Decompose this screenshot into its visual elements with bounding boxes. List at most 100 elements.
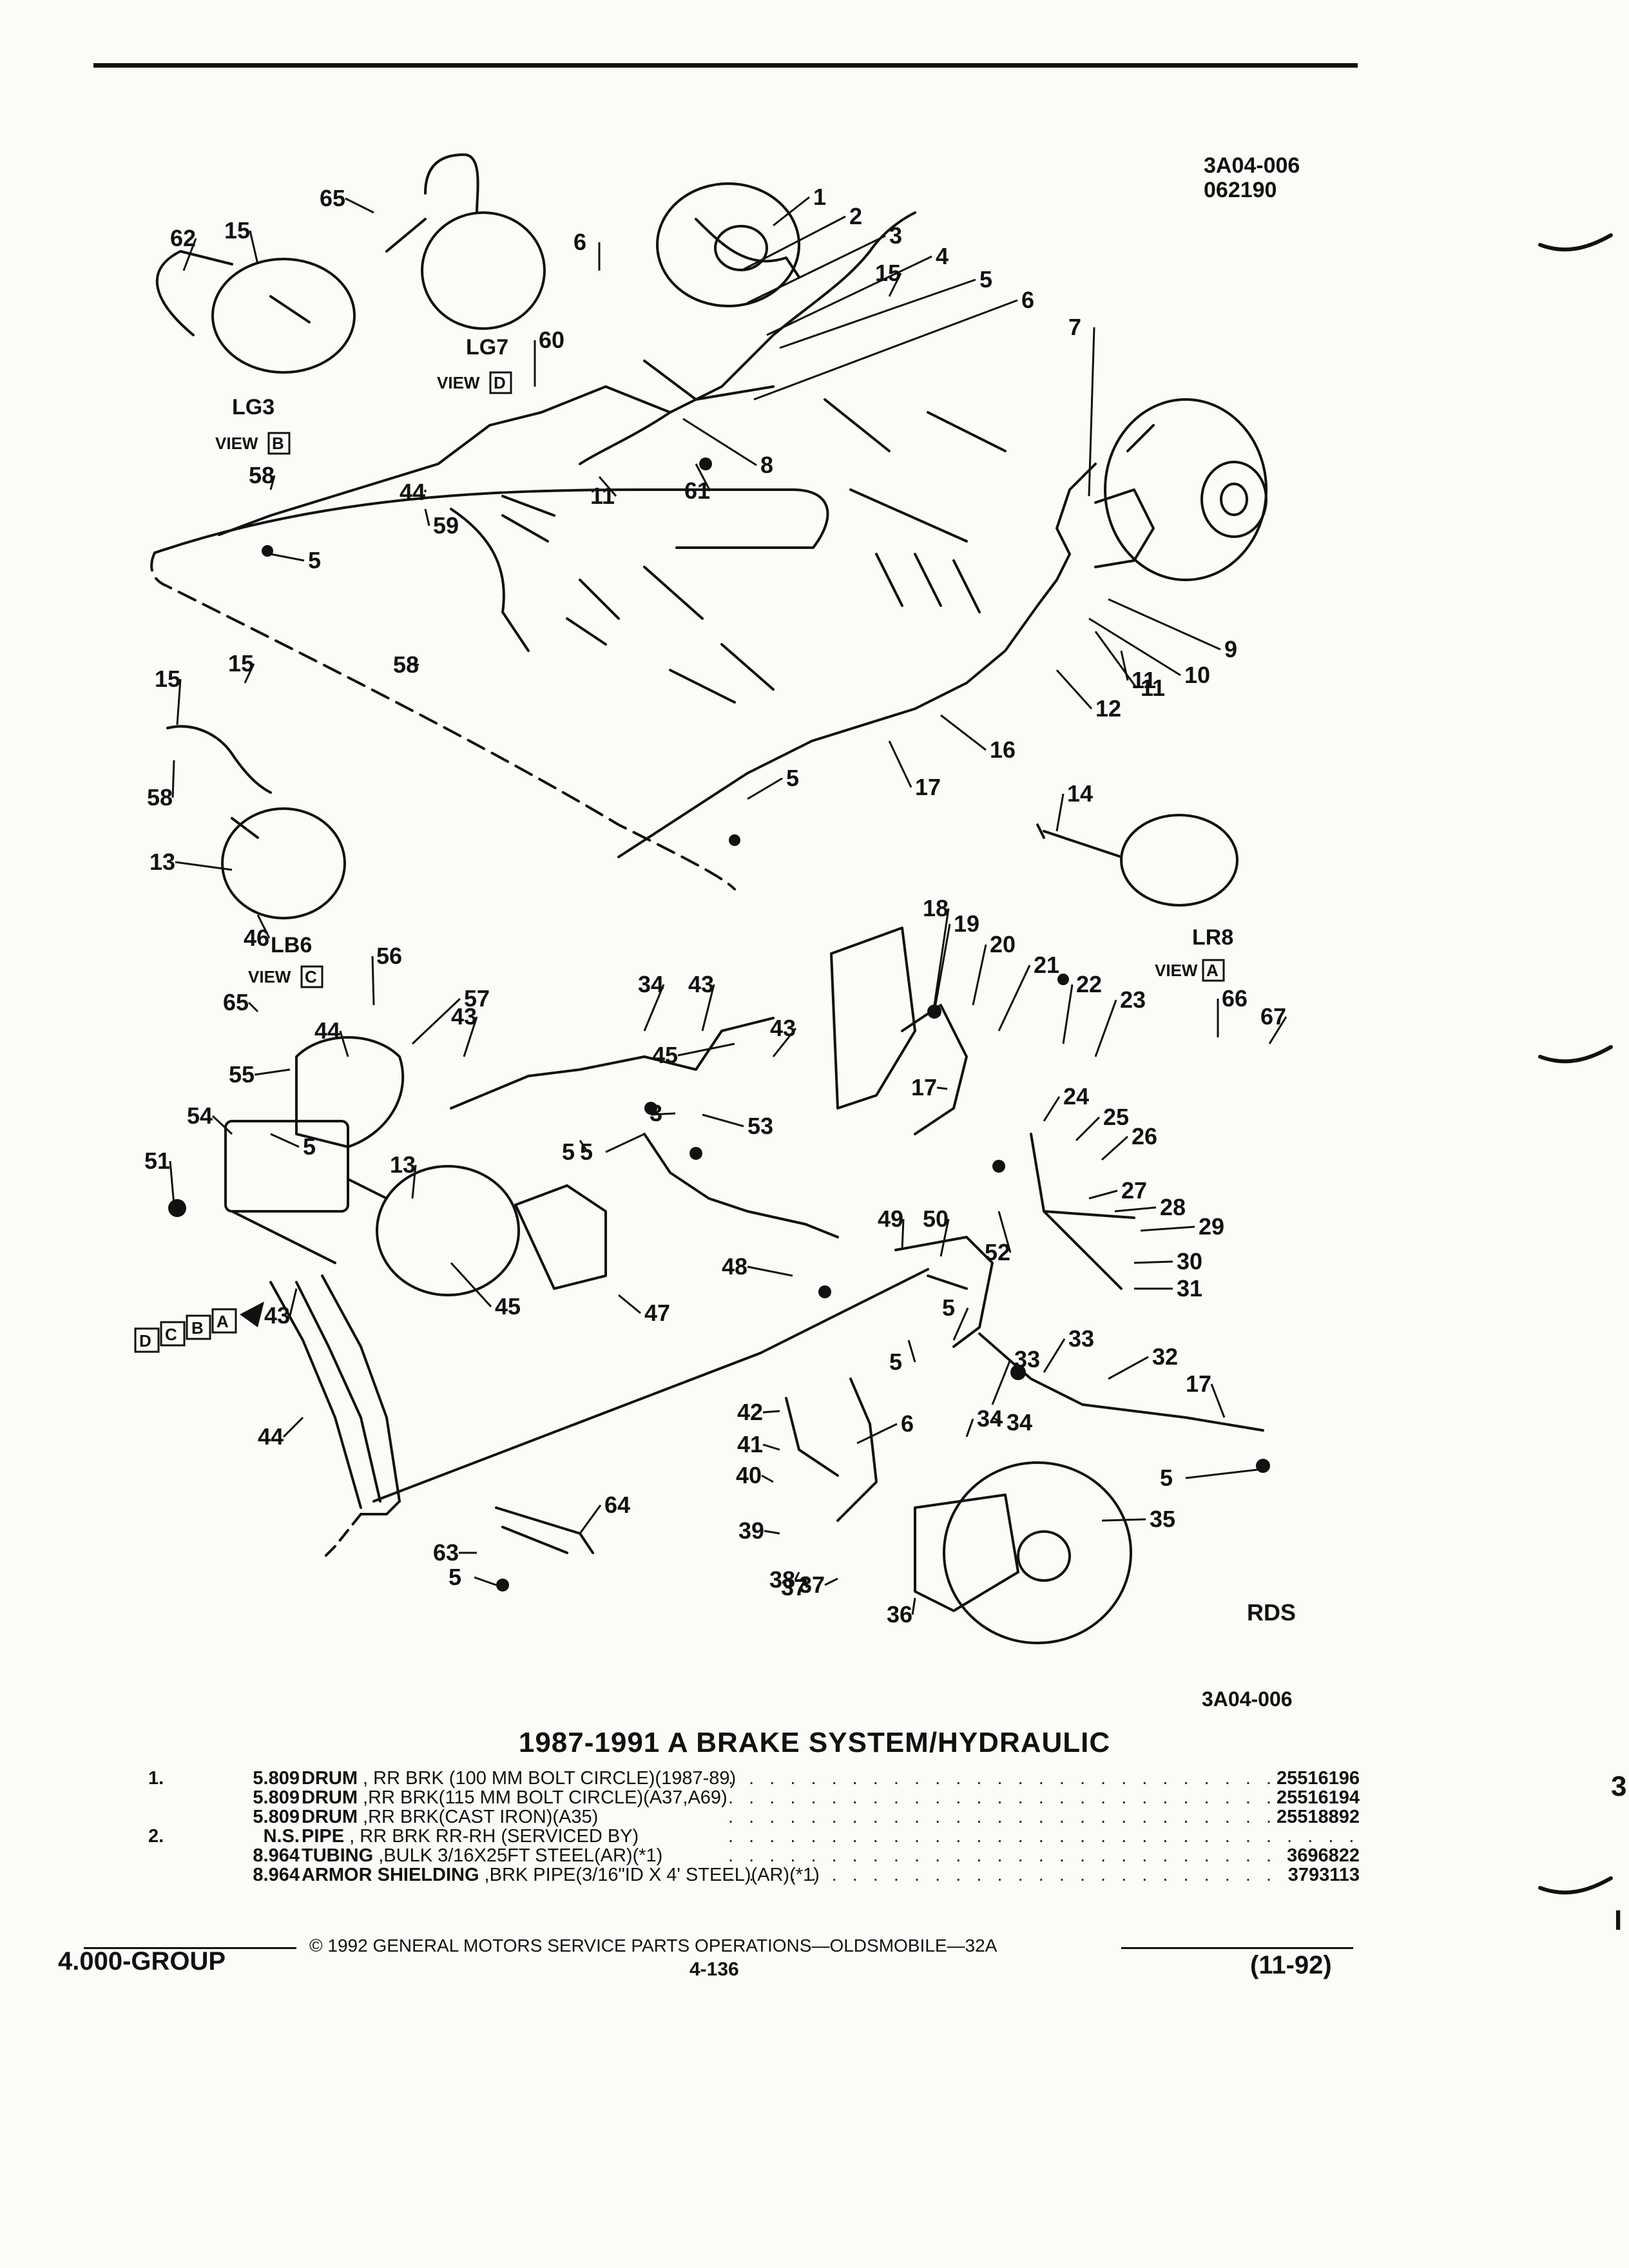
leader-line: [1108, 1356, 1149, 1380]
leader-line: [901, 1218, 905, 1251]
callout-number: 24: [1063, 1083, 1089, 1110]
leader-line: [701, 984, 715, 1032]
view-strip-letter: A: [217, 1312, 229, 1331]
view-word: VIEW: [1155, 961, 1198, 980]
leader-line: [998, 1211, 1012, 1253]
leader-line: [1140, 1225, 1195, 1232]
group-number: N.S.: [263, 1826, 300, 1847]
callout-number: 3: [889, 222, 902, 249]
part-name: PIPE: [302, 1826, 345, 1847]
callout-number: 33: [1014, 1346, 1040, 1372]
callout-number: 17: [911, 1074, 937, 1100]
leader-line: [1101, 1135, 1129, 1161]
part-description: ,BRK PIPE(3/16"ID X 4' STEEL)(AR)(*1): [479, 1865, 820, 1885]
leader-line: [911, 1597, 916, 1615]
leader-line: [991, 1359, 1012, 1405]
drawing-code: 3A04-006: [1204, 153, 1300, 178]
top-rule: [93, 63, 1358, 68]
callout-number: 52: [985, 1239, 1010, 1265]
callout-number: 36: [887, 1601, 912, 1628]
leader-line: [282, 1416, 304, 1438]
parts-list-title: 1987-1991 A BRAKE SYSTEM/HYDRAULIC: [518, 1727, 1111, 1758]
callout-number: 35: [1150, 1506, 1175, 1532]
callout-number: 21: [1034, 952, 1059, 978]
revision-date: (11-92): [1250, 1951, 1332, 1979]
callout-number: 15: [155, 666, 180, 692]
callout-number: 41: [737, 1431, 763, 1457]
part-name: DRUM: [302, 1787, 358, 1808]
part-number: 3696822: [1282, 1845, 1360, 1867]
part-description: ,RR BRK(CAST IRON)(A35): [358, 1807, 599, 1827]
leader-line: [773, 196, 810, 227]
view-model-label: LR8: [1192, 925, 1233, 950]
leader-line: [211, 1115, 233, 1135]
callout-number: 11: [1132, 667, 1156, 693]
callout-number: 63: [433, 1539, 459, 1566]
leader-line: [247, 1001, 259, 1013]
leader-line: [270, 1133, 300, 1148]
callout-number: 6: [1021, 287, 1034, 313]
leader-line: [171, 760, 175, 798]
leader-line: [269, 475, 276, 490]
leader-line: [254, 1068, 291, 1076]
leader-line: [888, 740, 912, 788]
callout-number: 64: [604, 1492, 630, 1518]
callout-number: 1: [813, 184, 826, 210]
callout-number: 34: [1007, 1409, 1032, 1436]
callout-number: 4: [936, 243, 949, 269]
callout-number: 13: [149, 849, 175, 875]
leader-line: [643, 984, 665, 1032]
callout-number: 33: [1068, 1325, 1094, 1352]
date-code: 062190: [1204, 178, 1277, 202]
callout-number: 45: [495, 1293, 521, 1320]
callout-number: 5: [786, 765, 799, 791]
view-strip-letter: B: [191, 1318, 204, 1338]
leader-line: [1094, 999, 1117, 1057]
callout-number: 25: [1103, 1104, 1129, 1130]
leader-line: [270, 553, 305, 562]
leader-line: [1268, 1016, 1287, 1044]
leader-line: [411, 997, 461, 1045]
leader-line: [371, 956, 375, 1006]
callout-number: 17: [915, 774, 941, 800]
callout-number: 39: [738, 1517, 764, 1544]
callout-number: 61: [684, 477, 710, 504]
part-number: 25518892: [1271, 1807, 1360, 1828]
callout-number: 32: [1152, 1343, 1178, 1370]
leader-line: [907, 1340, 916, 1363]
leader-line: [411, 1164, 417, 1199]
view-letter: C: [305, 967, 317, 986]
leader-line: [747, 1265, 793, 1277]
leader-line: [936, 1086, 948, 1090]
copyright-line: © 1992 GENERAL MOTORS SERVICE PARTS OPER…: [309, 1936, 998, 1956]
view-tag-b: LG3 VIEW B: [215, 395, 291, 455]
callout-number: 10: [1184, 662, 1210, 688]
leader-line: [992, 1416, 1003, 1424]
view-strip-letter: C: [165, 1325, 177, 1344]
callout-number: 2: [849, 203, 862, 229]
callout-number: 38: [769, 1566, 795, 1593]
view-tag-a: LR8 VIEW A: [1155, 925, 1233, 982]
view-letter: A: [1206, 961, 1219, 980]
leader-line: [888, 273, 902, 297]
leader-line: [702, 1113, 744, 1128]
callout-number: 42: [737, 1399, 763, 1425]
callout-number: 5: [942, 1294, 955, 1321]
view-index-strip: D C B A: [134, 1302, 264, 1353]
parts-row: 5.809 DRUM ,RR BRK(115 MM BOLT CIRCLE)(A…: [148, 1787, 1360, 1809]
leader-line: [339, 1030, 349, 1057]
callout-number: 44: [314, 1017, 340, 1044]
view-model-label: LG7: [466, 335, 508, 360]
leader-line: [965, 1418, 974, 1437]
callout-number: 43: [688, 971, 714, 997]
callout-number: 12: [1095, 695, 1121, 722]
callout-number: 13: [390, 1151, 416, 1178]
leader-line: [762, 1443, 780, 1451]
callout-number: 62: [170, 225, 196, 251]
leader-line: [933, 908, 950, 1006]
callout-number: 57: [464, 985, 490, 1012]
callout-number: 6: [574, 229, 586, 255]
callout-number: 16: [990, 736, 1016, 763]
callout-number: 49: [878, 1206, 903, 1232]
view-tag-d: LG7 VIEW D: [437, 335, 512, 394]
